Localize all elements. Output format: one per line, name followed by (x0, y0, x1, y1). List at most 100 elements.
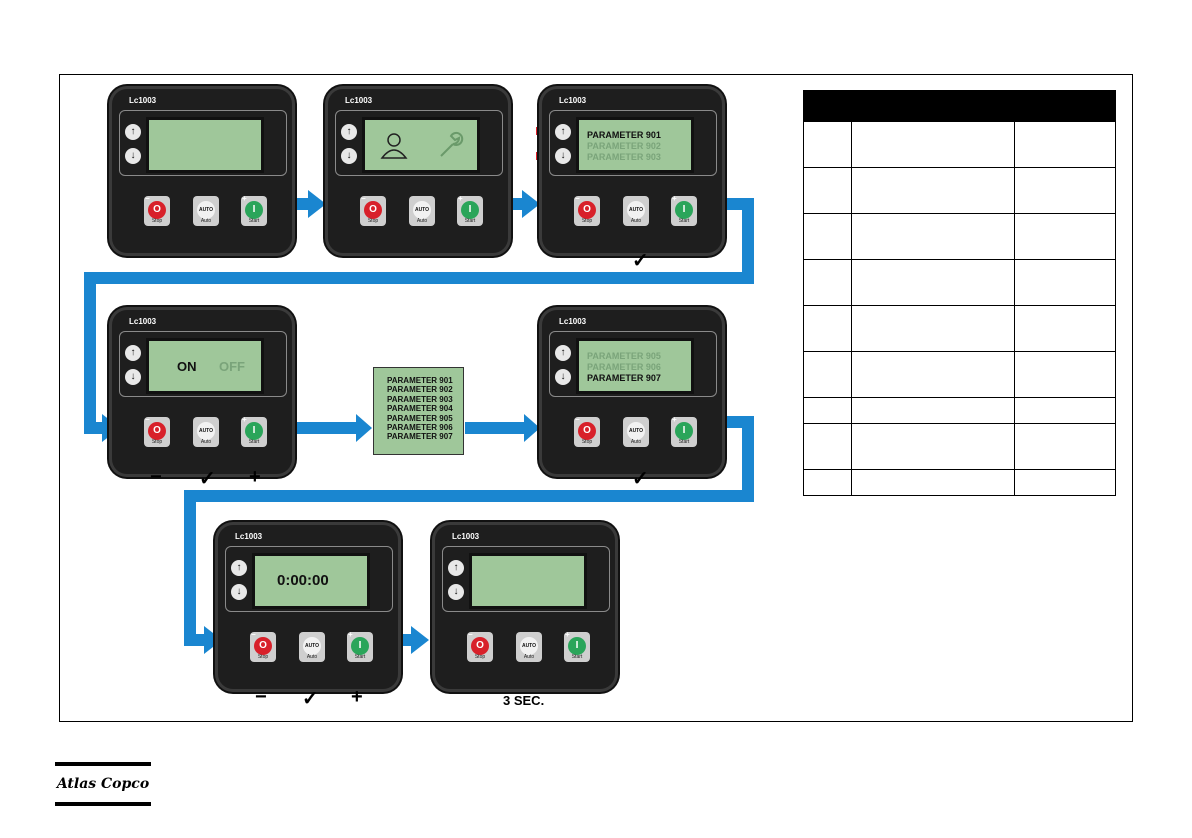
up-button[interactable]: ↑ (555, 345, 571, 361)
lcd-screen: ON OFF (146, 338, 264, 394)
table-row (803, 423, 1117, 470)
minus-symbol: − (150, 466, 162, 488)
lcd-line-1: PARAMETER 905 (587, 351, 661, 361)
lcd-screen (362, 117, 480, 173)
plus-symbol: + (351, 686, 363, 708)
up-button[interactable]: ↑ (125, 345, 141, 361)
display-panel (335, 110, 503, 176)
parameter-list-item: PARAMETER 905 (387, 413, 453, 423)
table-row (803, 121, 1117, 168)
table-row (803, 397, 1117, 424)
table-row (803, 305, 1117, 352)
down-button[interactable]: ↓ (231, 584, 247, 600)
up-button[interactable]: ↑ (448, 560, 464, 576)
display-panel (549, 331, 717, 397)
display-panel (549, 110, 717, 176)
parameter-list-item: PARAMETER 903 (387, 394, 453, 404)
controller-5: Lc1003 PARAMETER 905 PARAMETER 906 PARAM… (539, 307, 725, 477)
up-button[interactable]: ↑ (555, 124, 571, 140)
user-icon (380, 133, 408, 159)
flow-arrow-4 (465, 414, 540, 442)
lcd-screen (469, 553, 587, 609)
down-button[interactable]: ↓ (125, 369, 141, 385)
plus-symbol: + (249, 466, 261, 488)
up-button[interactable]: ↑ (125, 124, 141, 140)
lcd-line-3: PARAMETER 903 (587, 152, 661, 162)
display-panel (442, 546, 610, 612)
model-label: Lc1003 (345, 96, 373, 105)
model-label: Lc1003 (559, 317, 587, 326)
model-label: Lc1003 (559, 96, 587, 105)
down-button[interactable]: ↓ (555, 369, 571, 385)
table-row (803, 351, 1117, 398)
lcd-screen (146, 117, 264, 173)
parameter-list-item: PARAMETER 902 (387, 385, 453, 395)
parameter-list-item: PARAMETER 906 (387, 423, 453, 433)
confirm-check: ✓ (632, 250, 649, 272)
parameter-list-item: PARAMETER 901 (387, 376, 453, 385)
table-row (803, 469, 1117, 496)
flow-snake-2-head (204, 626, 222, 654)
lcd-screen: PARAMETER 901 PARAMETER 902 PARAMETER 90… (576, 117, 694, 173)
down-button[interactable]: ↓ (555, 148, 571, 164)
flow-snake-2 (184, 416, 754, 646)
table-row (803, 259, 1117, 306)
model-label: Lc1003 (129, 96, 157, 105)
timer-value: 0:00:00 (277, 572, 329, 589)
off-option: OFF (219, 359, 245, 374)
brand-name: Atlas Copco (56, 776, 150, 792)
table-header (803, 90, 1117, 122)
lcd-line-2: PARAMETER 906 (587, 362, 661, 372)
wrench-icon (440, 131, 464, 157)
hold-duration: 3 SEC. (503, 693, 545, 708)
procedure-frame (59, 74, 1133, 722)
model-label: Lc1003 (129, 317, 157, 326)
model-label: Lc1003 (235, 532, 263, 541)
display-panel (119, 110, 287, 176)
display-panel (225, 546, 393, 612)
parameter-list-item: PARAMETER 907 (387, 432, 453, 442)
confirm-check: ✓ (302, 688, 319, 710)
on-option: ON (177, 359, 197, 374)
table-row (803, 213, 1117, 260)
confirm-check: ✓ (199, 468, 216, 490)
display-panel (119, 331, 287, 397)
lcd-screen: 0:00:00 (252, 553, 370, 609)
parameter-list-item: PARAMETER 904 (387, 404, 453, 414)
model-label: Lc1003 (452, 532, 480, 541)
up-button[interactable]: ↑ (231, 560, 247, 576)
up-button[interactable]: ↑ (341, 124, 357, 140)
down-button[interactable]: ↓ (341, 148, 357, 164)
down-button[interactable]: ↓ (125, 148, 141, 164)
flow-snake-1 (84, 198, 754, 434)
down-button[interactable]: ↓ (448, 584, 464, 600)
table-row (803, 167, 1117, 214)
parameter-list: PARAMETER 901 PARAMETER 902 PARAMETER 90… (373, 367, 464, 455)
